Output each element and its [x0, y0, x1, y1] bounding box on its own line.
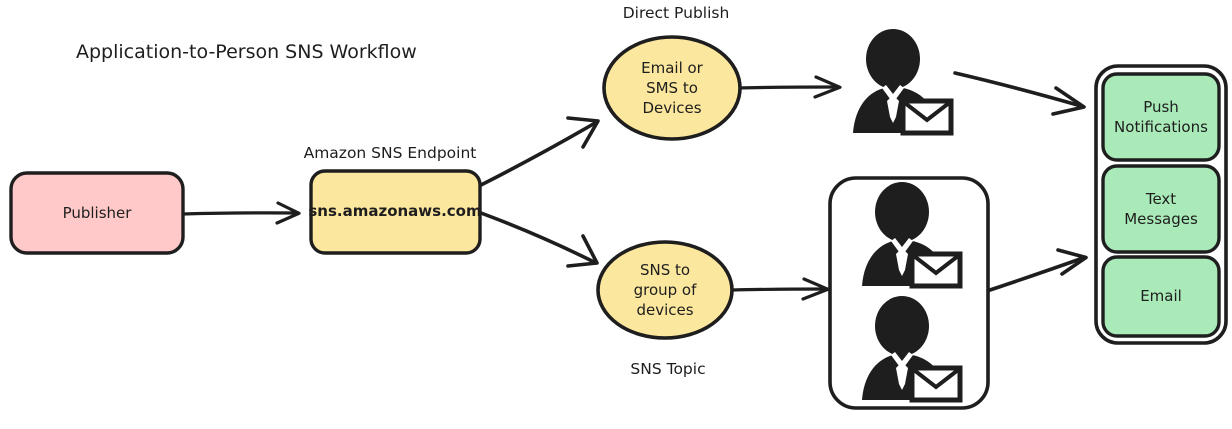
- node-direct-publish[interactable]: Direct Publish Email or SMS to Devices: [602, 4, 742, 141]
- edge-sns-topic-to-group: [731, 277, 830, 301]
- sns-topic-line-2: group of: [634, 281, 698, 299]
- direct-publish-line-2: SMS to: [646, 79, 698, 97]
- channel-email-box[interactable]: [1101, 255, 1221, 338]
- channel-text-messages-line-1: Text: [1145, 190, 1176, 208]
- channel-text-messages-line-2: Messages: [1124, 210, 1198, 228]
- person-with-envelope-icon: [853, 29, 951, 133]
- sns-topic-line-3: devices: [636, 301, 693, 319]
- edge-publisher-to-endpoint: [181, 201, 301, 225]
- channel-push-notifications-box[interactable]: [1101, 72, 1221, 162]
- node-single-subscriber[interactable]: [853, 29, 951, 133]
- channel-email-line-1: Email: [1140, 287, 1182, 305]
- sns-endpoint-label: sns.amazonaws.com: [308, 202, 481, 220]
- node-sns-topic[interactable]: SNS to group of devices SNS Topic: [596, 240, 734, 378]
- edge-subscriber-to-channels: [953, 71, 1086, 116]
- edge-endpoint-to-sns-topic: [479, 211, 599, 268]
- channel-push-notifications-line-2: Notifications: [1114, 118, 1208, 136]
- publisher-box[interactable]: [9, 171, 185, 255]
- sns-endpoint-caption: Amazon SNS Endpoint: [304, 144, 477, 162]
- sns-topic-caption: SNS Topic: [630, 360, 705, 378]
- direct-publish-ellipse[interactable]: [602, 35, 742, 141]
- node-publisher[interactable]: Publisher: [9, 171, 185, 255]
- node-delivery-channels[interactable]: Push Notifications Text Messages Email: [1094, 64, 1228, 345]
- channel-text-messages[interactable]: Text Messages: [1101, 164, 1221, 254]
- direct-publish-line-3: Devices: [642, 99, 701, 117]
- delivery-channels-container: [1094, 64, 1228, 345]
- edge-endpoint-to-direct-publish: [479, 116, 600, 187]
- node-sns-endpoint[interactable]: Amazon SNS Endpoint sns.amazonaws.com: [304, 144, 482, 255]
- sns-topic-ellipse[interactable]: [596, 240, 734, 340]
- sns-endpoint-box[interactable]: [309, 169, 482, 255]
- edge-direct-publish-to-subscriber: [735, 75, 842, 99]
- subscriber-group-box[interactable]: [828, 176, 990, 410]
- publisher-label: Publisher: [63, 204, 133, 222]
- channel-push-notifications[interactable]: Push Notifications: [1101, 72, 1221, 162]
- edge-group-to-channels: [988, 248, 1088, 292]
- direct-publish-line-1: Email or: [641, 59, 704, 77]
- diagram-title: Application-to-Person SNS Workflow: [76, 41, 417, 63]
- sns-topic-line-1: SNS to: [640, 261, 690, 279]
- channel-email[interactable]: Email: [1101, 255, 1221, 338]
- channel-text-messages-box[interactable]: [1101, 164, 1221, 254]
- channel-push-notifications-line-1: Push: [1143, 98, 1179, 116]
- node-subscriber-group[interactable]: [828, 176, 990, 410]
- direct-publish-caption: Direct Publish: [623, 4, 730, 22]
